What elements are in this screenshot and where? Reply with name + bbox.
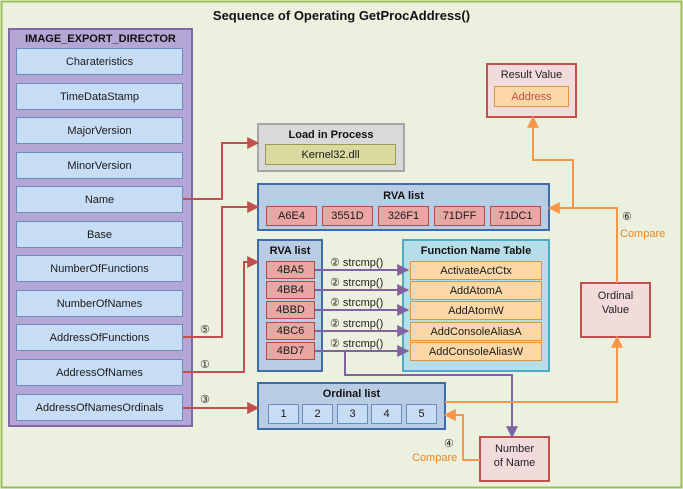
load-in-process-title: Load in Process (288, 129, 374, 141)
function-name-item: AddAtomW (410, 301, 542, 320)
compare-label-number: Compare (412, 452, 458, 464)
arrow-ordinal-value-to-rva (547, 202, 618, 283)
step-5-marker: ⑤ (200, 324, 210, 336)
rva-top-item: A6E4 (266, 206, 317, 226)
field-charateristics: Charateristics (16, 48, 183, 75)
strcmp-label: ② strcmp() (330, 277, 384, 289)
arrow-rva-to-result (527, 115, 574, 208)
result-value-address: Address (494, 86, 569, 107)
rva-list-top-title: RVA list (383, 190, 424, 202)
strcmp-label: ② strcmp() (330, 257, 384, 269)
ordinal-item: 1 (268, 404, 299, 424)
number-of-name-line2: of Name (493, 457, 536, 469)
strcmp-label: ② strcmp() (330, 338, 384, 350)
function-name-table-title: Function Name Table (420, 245, 532, 257)
ordinal-list-title: Ordinal list (322, 388, 381, 400)
strcmp-label: ② strcmp() (330, 297, 384, 309)
load-in-process-value: Kernel32.dll (265, 144, 396, 165)
field-addressoffunctions: AddressOfFunctions (16, 324, 183, 351)
rva-name-item: 4BD7 (266, 342, 315, 360)
step-1-marker: ① (200, 359, 210, 371)
function-name-item: AddConsoleAliasA (410, 322, 542, 341)
compare-label-ordinal: Compare (620, 228, 666, 240)
page-title: Sequence of Operating GetProcAddress() (212, 8, 471, 23)
function-name-item: AddConsoleAliasW (410, 342, 542, 361)
arrow-addressoffunctions-to-rva (183, 201, 260, 338)
rva-top-item: 3551D (322, 206, 373, 226)
ordinal-item: 4 (371, 404, 402, 424)
arrow-addressofnames-to-rva (183, 256, 260, 373)
rva-list-names-title: RVA list (269, 245, 311, 257)
ordinal-value-line2: Value (601, 304, 630, 316)
export-directory-title: IMAGE_EXPORT_DIRECTOR (25, 33, 176, 45)
ordinal-item: 3 (337, 404, 368, 424)
field-numberoffunctions: NumberOfFunctions (16, 255, 183, 282)
step-3-marker: ③ (200, 394, 210, 406)
ordinal-item: 2 (302, 404, 333, 424)
rva-name-item: 4BA5 (266, 261, 315, 279)
field-addressofnamesordinals: AddressOfNamesOrdinals (16, 394, 183, 421)
field-timedatastamp: TimeDataStamp (16, 83, 183, 110)
strcmp-label: ② strcmp() (330, 318, 384, 330)
rva-top-item: 71DC1 (490, 206, 541, 226)
rva-top-item: 71DFF (434, 206, 485, 226)
arrow-name-to-load (183, 137, 260, 200)
arrow-ordinal-list-to-ordinal-value (445, 335, 623, 403)
arrow-compare-to-ordinal-list (443, 409, 480, 461)
rva-top-item: 326F1 (378, 206, 429, 226)
rva-name-item: 4BBD (266, 301, 315, 319)
step-4-marker: ④ (444, 438, 454, 450)
arrow-to-number-of-name (344, 351, 518, 439)
rva-name-item: 4BB4 (266, 281, 315, 299)
rva-name-item: 4BC6 (266, 322, 315, 340)
field-base: Base (16, 221, 183, 248)
field-name: Name (16, 186, 183, 213)
field-minorversion: MinorVersion (16, 152, 183, 179)
function-name-item: AddAtomA (410, 281, 542, 300)
step-6-marker: ⑥ (622, 211, 632, 223)
function-name-item: ActivateActCtx (410, 261, 542, 280)
result-value-title: Result Value (500, 69, 563, 81)
ordinal-item: 5 (406, 404, 437, 424)
field-numberofnames: NumberOfNames (16, 290, 183, 317)
field-majorversion: MajorVersion (16, 117, 183, 144)
number-of-name-line1: Number (494, 443, 535, 455)
field-addressofnames: AddressOfNames (16, 359, 183, 386)
ordinal-value-line1: Ordinal (597, 290, 634, 302)
